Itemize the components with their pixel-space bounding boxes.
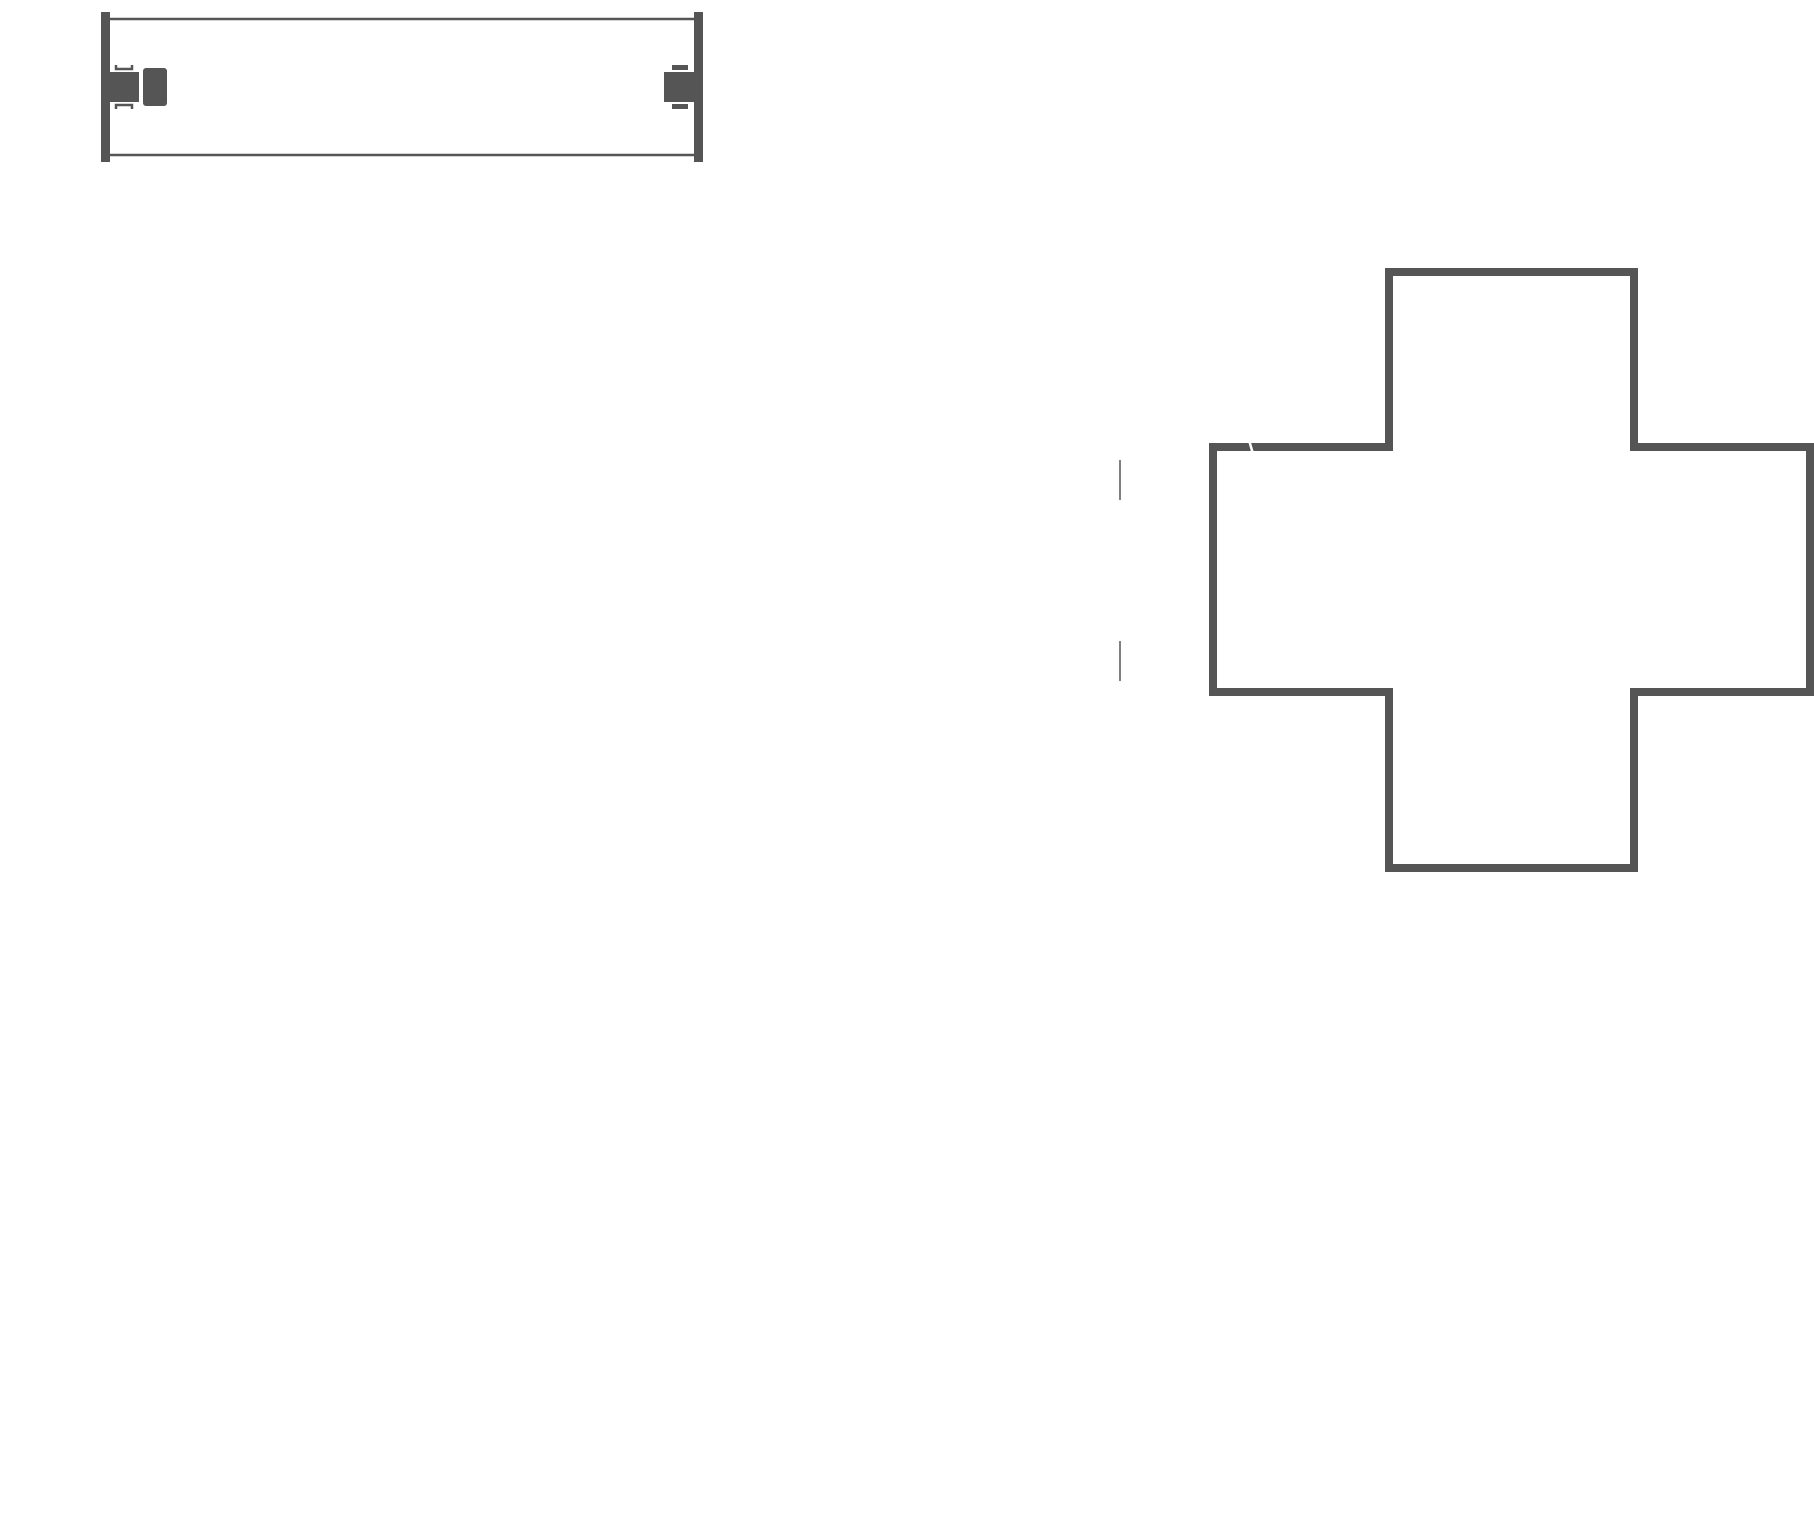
corridor-left-end-bar (101, 12, 110, 162)
corridor-right-end-bar (694, 12, 703, 162)
left-fitting-block-b (143, 68, 167, 106)
right-fitting-block (664, 72, 694, 102)
corridor-right-fitting (664, 65, 694, 109)
corridor-left-fitting (110, 65, 167, 109)
left-fitting-block-a (110, 72, 139, 102)
right-fitting-top-tab (672, 65, 688, 70)
corridor-segment (101, 12, 703, 162)
left-fitting-bottom-bracket (114, 103, 134, 109)
left-fitting-top-bracket (114, 65, 134, 71)
right-fitting-bottom-tab (672, 104, 688, 109)
cross-shaped-room (1209, 268, 1814, 872)
cross-room-door-gap (1247, 439, 1255, 455)
